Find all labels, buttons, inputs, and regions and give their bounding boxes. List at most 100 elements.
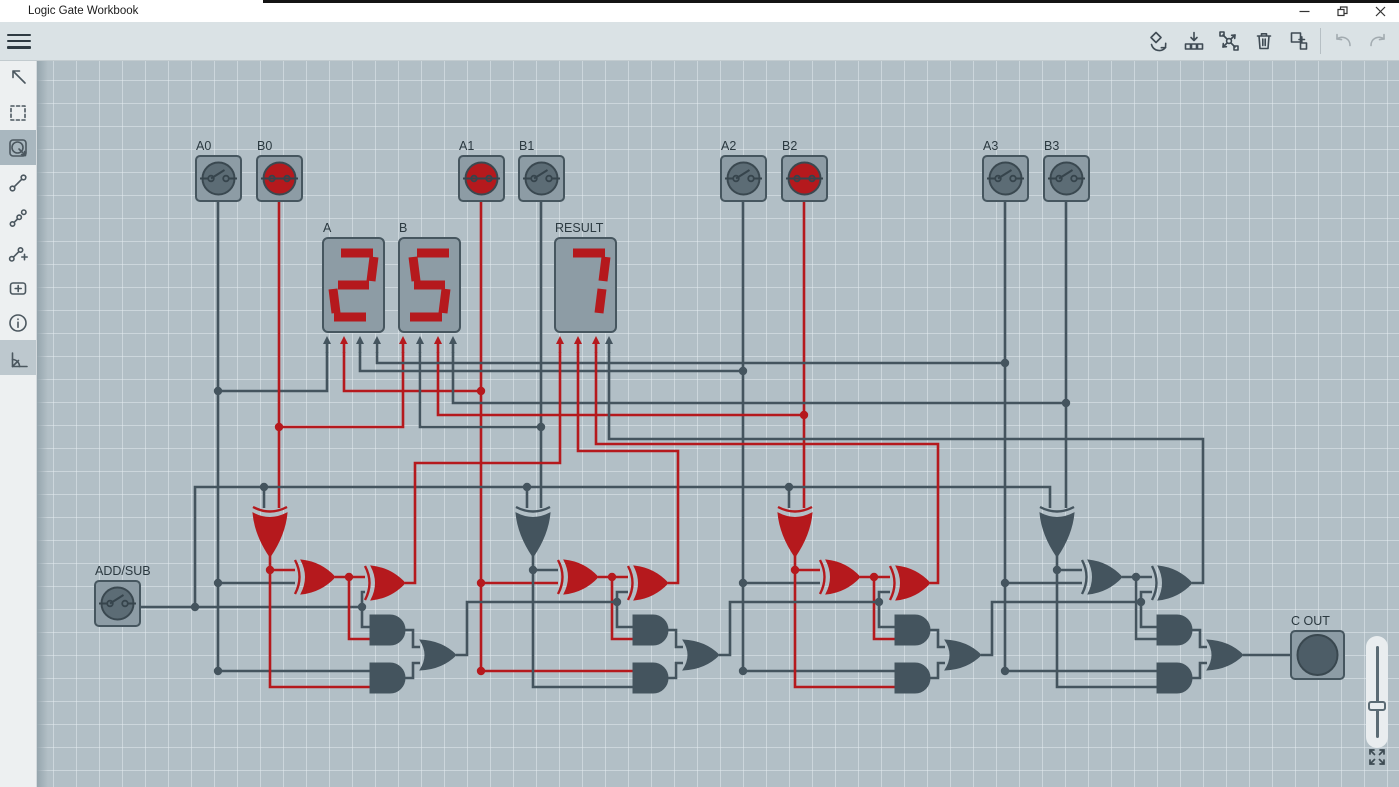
label-display-A: A: [323, 221, 332, 235]
switch-B2[interactable]: [781, 155, 828, 202]
duplicate-button[interactable]: [1281, 24, 1316, 58]
close-button[interactable]: [1361, 2, 1399, 21]
interact-icon: [9, 138, 27, 157]
segment-b: [598, 256, 611, 282]
rotate-icon: [1149, 31, 1166, 52]
wire-node-icon: [9, 208, 27, 227]
display-pin-arrow: [605, 336, 613, 344]
window-title: Logic Gate Workbook: [28, 5, 139, 17]
segment-f: [408, 256, 421, 282]
wire-add-icon: [8, 246, 28, 262]
segment-c: [438, 288, 451, 314]
tool-marquee-select[interactable]: [0, 95, 36, 130]
display-pin-arrow: [399, 336, 407, 344]
label-B3: B3: [1044, 139, 1060, 153]
trash-icon: [1256, 33, 1271, 50]
tool-sidebar: [0, 60, 37, 787]
label-B0: B0: [257, 139, 273, 153]
menu-button[interactable]: [7, 30, 31, 52]
switch-lever-open: [997, 169, 1013, 180]
display-pin-arrow: [373, 336, 381, 344]
distribute-button[interactable]: [1211, 24, 1246, 58]
restore-button[interactable]: [1323, 2, 1361, 21]
tool-measure[interactable]: [0, 340, 36, 375]
minimize-button[interactable]: [1285, 2, 1323, 21]
redo-icon: [1369, 33, 1385, 47]
switch-A3[interactable]: [982, 155, 1029, 202]
label-B1: B1: [519, 139, 535, 153]
tool-wire-add[interactable]: [0, 235, 36, 270]
seven-segment-display-A: [322, 237, 385, 353]
tool-info[interactable]: [0, 305, 36, 340]
fullscreen-icon: [1369, 749, 1385, 765]
switch-A2[interactable]: [720, 155, 767, 202]
zoom-slider-line: [1375, 646, 1379, 738]
segment-c: [594, 288, 607, 314]
switch-B3[interactable]: [1043, 155, 1090, 202]
seven-segment-display-RESULT: [554, 237, 617, 353]
label-B2: B2: [782, 139, 798, 153]
label-cout: C OUT: [1291, 614, 1330, 628]
switch-A0[interactable]: [195, 155, 242, 202]
zoom-slider-handle[interactable]: [1368, 701, 1386, 711]
segment-e: [328, 288, 341, 314]
switch-lever-open: [533, 169, 549, 180]
switch-lever-open: [1058, 169, 1074, 180]
duplicate-icon: [1290, 32, 1307, 50]
canvas-edge-shadow: [36, 60, 48, 787]
redo-button[interactable]: [1360, 24, 1395, 58]
select-pointer-icon: [12, 69, 26, 84]
label-A0: A0: [196, 139, 212, 153]
segment-b: [366, 256, 379, 282]
import-merge-button[interactable]: [1176, 24, 1211, 58]
fullscreen-button[interactable]: [1366, 746, 1388, 768]
wire-icon: [9, 173, 27, 192]
lamp-bulb: [1296, 634, 1339, 676]
switch-ADDSUB[interactable]: [94, 580, 141, 627]
import-merge-icon: [1184, 31, 1203, 50]
switch-A1[interactable]: [458, 155, 505, 202]
tool-select[interactable]: [0, 60, 36, 95]
label-A1: A1: [459, 139, 475, 153]
rotate-button[interactable]: [1141, 24, 1176, 58]
restore-icon: [1336, 6, 1348, 17]
label-A3: A3: [983, 139, 999, 153]
info-icon: [9, 313, 27, 332]
display-pin-arrow: [323, 336, 331, 344]
tool-add-component[interactable]: [0, 270, 36, 305]
delete-button[interactable]: [1246, 24, 1281, 58]
tool-wire[interactable]: [0, 165, 36, 200]
switch-lever-open: [210, 169, 226, 180]
display-pin-arrow: [356, 336, 364, 344]
tool-interact[interactable]: [0, 130, 36, 165]
switch-B0[interactable]: [256, 155, 303, 202]
display-pin-arrow: [556, 336, 564, 344]
display-pin-arrow: [434, 336, 442, 344]
label-display-B: B: [399, 221, 408, 235]
distribute-icon: [1218, 31, 1239, 51]
add-component-icon: [9, 281, 27, 295]
measure-icon: [11, 351, 28, 367]
display-pin-arrow: [416, 336, 424, 344]
display-pin-arrow: [340, 336, 348, 344]
minimize-icon: [1299, 10, 1309, 13]
tool-wire-node[interactable]: [0, 200, 36, 235]
undo-icon: [1335, 33, 1351, 47]
close-icon: [1375, 6, 1385, 17]
marquee-icon: [10, 104, 26, 121]
switch-lever-open: [109, 594, 125, 605]
toolbar-separator: [1320, 28, 1321, 54]
label-ADDSUB: ADD/SUB: [95, 564, 151, 578]
window-top-edge: [263, 0, 1399, 3]
label-display-RESULT: RESULT: [555, 221, 604, 235]
display-pin-arrow: [574, 336, 582, 344]
toolbar: [0, 22, 1399, 61]
switch-lever-open: [735, 169, 751, 180]
display-pin-arrow: [592, 336, 600, 344]
switch-B1[interactable]: [518, 155, 565, 202]
titlebar: Logic Gate Workbook: [0, 0, 1399, 22]
output-lamp-cout: [1290, 630, 1345, 680]
undo-button[interactable]: [1325, 24, 1360, 58]
display-pin-arrow: [449, 336, 457, 344]
seven-segment-display-B: [398, 237, 461, 353]
